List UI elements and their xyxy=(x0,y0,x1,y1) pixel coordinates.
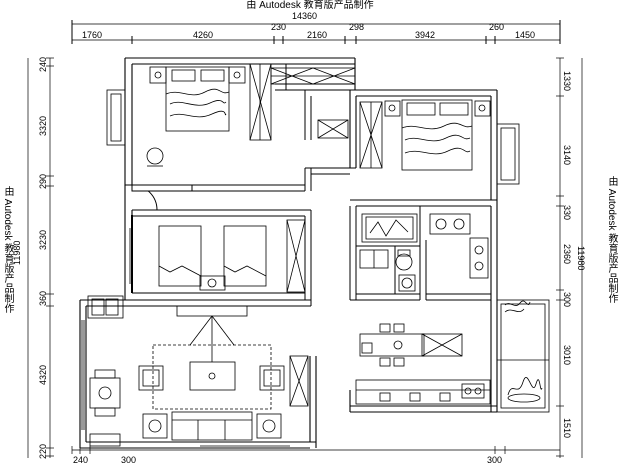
bottom-dim-label: 300 xyxy=(487,455,503,465)
top-dim-label: 2160 xyxy=(307,30,328,40)
top-dim-label: 1450 xyxy=(515,30,536,40)
middle-bedroom xyxy=(131,215,306,293)
watermark-right: 由 Autodesk 教育版产品制作 xyxy=(606,176,617,304)
dimension-lines xyxy=(27,20,583,458)
dining-area xyxy=(355,323,491,405)
top-dim-label: 260 xyxy=(489,22,505,32)
master-bedroom xyxy=(106,63,356,167)
top-dim-label: 3942 xyxy=(415,30,436,40)
bottom-dim-label: 240 xyxy=(73,455,89,465)
bottom-dim-label: 300 xyxy=(121,455,137,465)
second-bedroom xyxy=(317,99,520,185)
living-room xyxy=(87,295,309,447)
top-dim-label: 230 xyxy=(271,22,287,32)
windows xyxy=(81,228,290,447)
top-dim-label: 1760 xyxy=(82,30,103,40)
watermark-left: 由 Autodesk 教育版产品制作 xyxy=(2,186,13,314)
total-width-label: 14360 xyxy=(292,11,318,21)
top-dim-label: 4260 xyxy=(193,30,214,40)
balcony xyxy=(496,299,550,413)
watermark-top: 由 Autodesk 教育版产品制作 xyxy=(246,0,374,11)
bath-kitchen xyxy=(359,213,489,292)
top-dim-label: 298 xyxy=(349,22,365,32)
exterior-walls xyxy=(79,57,498,449)
